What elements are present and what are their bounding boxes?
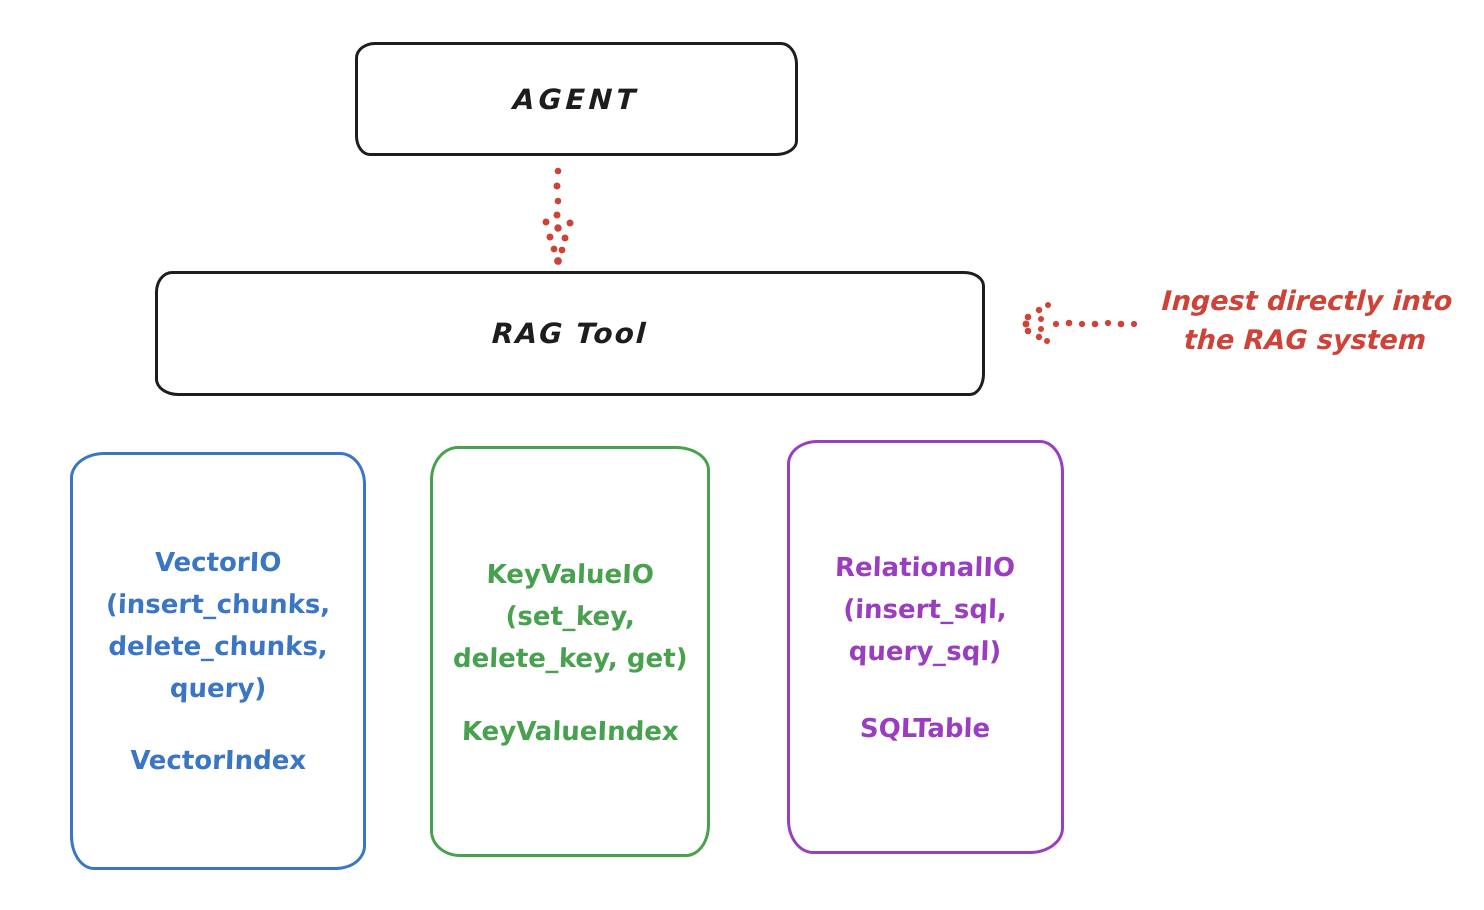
agent-label: AGENT — [512, 82, 641, 116]
relational-io-line: query_sql) — [848, 637, 1003, 667]
vector-io-line: VectorIO — [154, 548, 282, 578]
vector-io-box: VectorIO (insert_chunks, delete_chunks, … — [70, 452, 366, 870]
relational-io-text: RelationalIO (insert_sql, query_sql) SQL… — [834, 547, 1017, 750]
ingest-annotation: Ingest directly into the RAG system — [1126, 282, 1484, 360]
key-value-io-box: KeyValueIO (set_key, delete_key, get) Ke… — [430, 446, 710, 857]
key-value-io-line: KeyValueIO — [485, 560, 655, 590]
vector-io-line: delete_chunks, — [107, 632, 329, 662]
vector-io-text: VectorIO (insert_chunks, delete_chunks, … — [105, 542, 331, 782]
rag-tool-label: RAG Tool — [491, 317, 649, 350]
key-value-io-text: KeyValueIO (set_key, delete_key, get) Ke… — [452, 554, 688, 753]
agent-box: AGENT — [355, 42, 798, 156]
ingest-arrow — [1022, 302, 1138, 344]
ingest-annotation-line1: Ingest directly into — [1160, 286, 1454, 317]
key-value-io-line: delete_key, get) — [452, 644, 688, 674]
relational-io-line: RelationalIO — [834, 553, 1017, 583]
vector-index-label: VectorIndex — [129, 746, 307, 776]
vector-io-line: (insert_chunks, — [105, 590, 331, 620]
sql-table-label: SQLTable — [859, 714, 992, 744]
agent-to-rag-arrow — [542, 167, 574, 265]
vector-io-line: query) — [169, 674, 267, 704]
relational-io-line: (insert_sql, — [843, 595, 1008, 625]
key-value-io-line: (set_key, — [504, 602, 636, 632]
key-value-index-label: KeyValueIndex — [461, 717, 679, 747]
relational-io-box: RelationalIO (insert_sql, query_sql) SQL… — [787, 440, 1064, 854]
ingest-annotation-line2: the RAG system — [1183, 325, 1427, 356]
rag-tool-box: RAG Tool — [155, 271, 985, 396]
